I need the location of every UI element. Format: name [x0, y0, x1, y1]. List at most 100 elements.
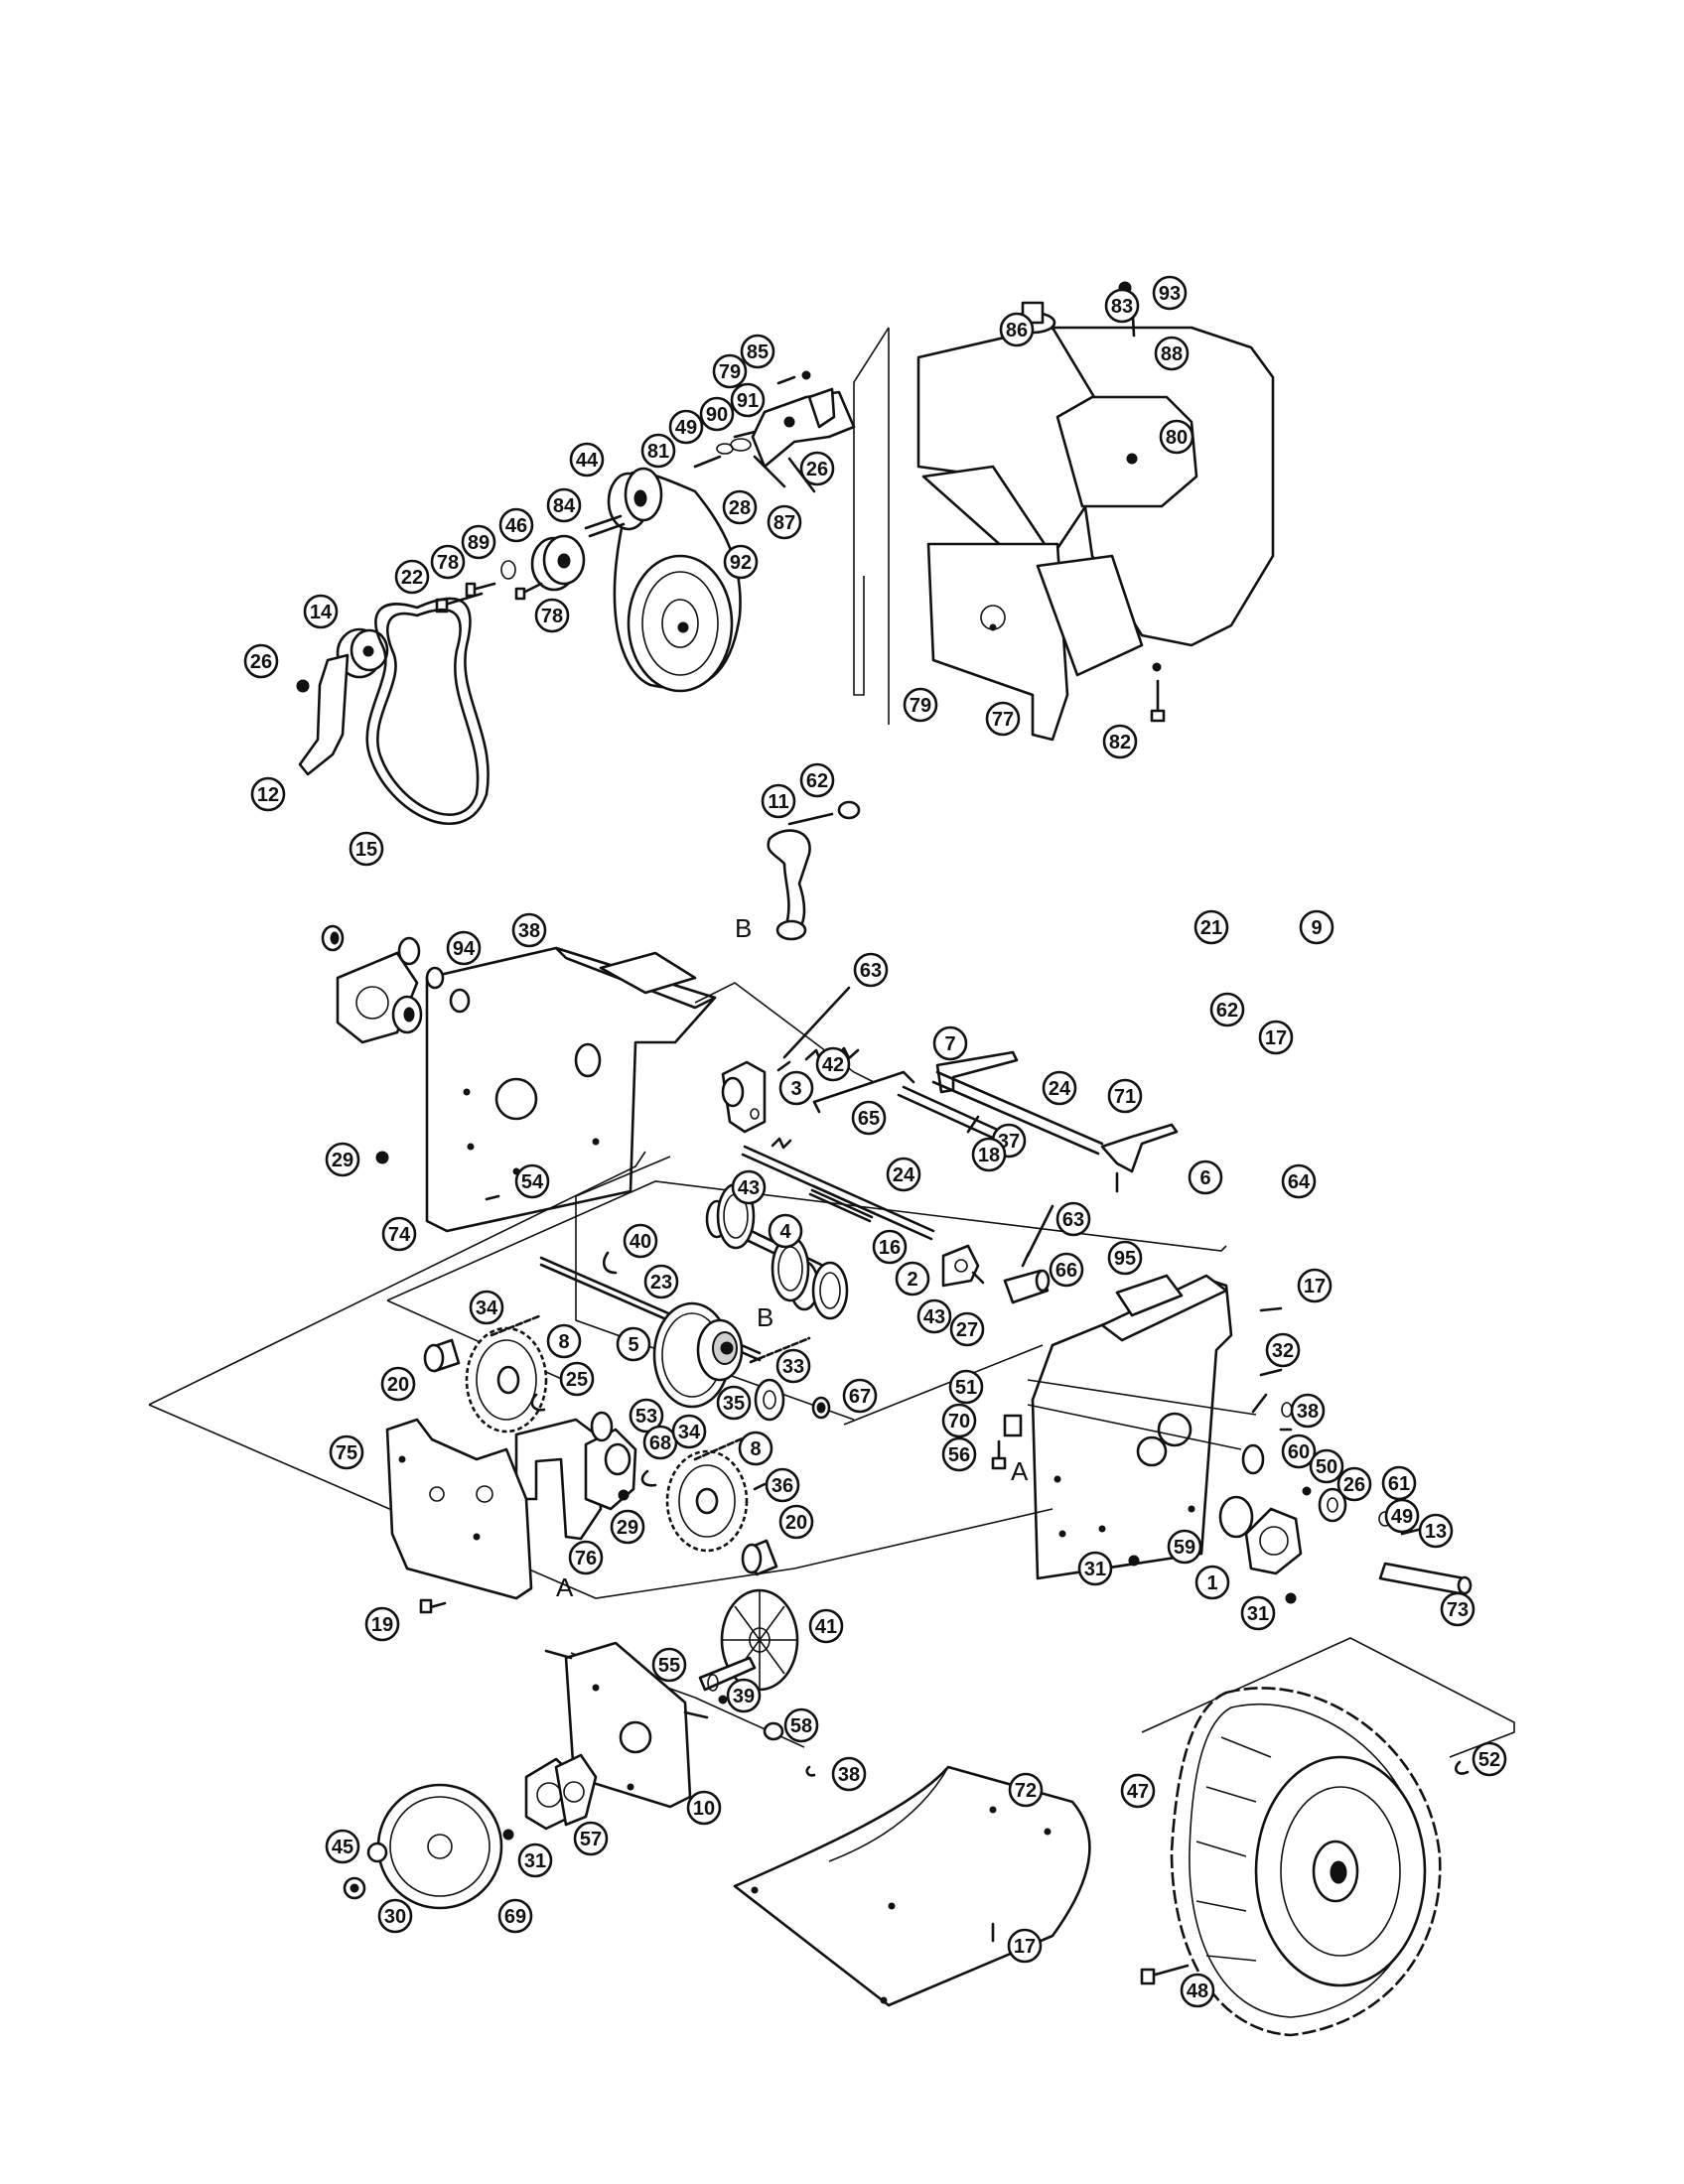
- callout-number: 85: [747, 341, 769, 363]
- callout-89: 89: [461, 524, 496, 560]
- callout-45: 45: [325, 1829, 360, 1864]
- callout-70: 70: [941, 1403, 977, 1438]
- callout-number: 20: [387, 1374, 409, 1396]
- callout-71: 71: [1107, 1078, 1143, 1114]
- callout-34: 34: [671, 1414, 707, 1449]
- callout-number: 79: [719, 361, 741, 383]
- callout-26: 26: [799, 451, 835, 486]
- callout-circle: [1440, 1591, 1475, 1627]
- callout-number: 51: [955, 1377, 977, 1399]
- callout-79: 79: [903, 687, 938, 723]
- callout-number: 94: [453, 938, 476, 960]
- callout-1: 1: [1194, 1565, 1230, 1600]
- callout-circle: [1008, 1772, 1044, 1808]
- callout-circle: [651, 1647, 687, 1683]
- callout-number: 91: [737, 390, 759, 412]
- callout-circle: [853, 952, 889, 988]
- callout-number: 24: [1049, 1078, 1071, 1100]
- callout-14: 14: [303, 594, 339, 629]
- callout-69: 69: [497, 1898, 533, 1934]
- callout-circle: [243, 643, 279, 679]
- callout-circle: [1290, 1393, 1326, 1429]
- callout-circle: [1209, 992, 1245, 1027]
- callout-number: 10: [693, 1798, 715, 1820]
- callout-circle: [808, 1608, 844, 1644]
- callout-49: 49: [668, 409, 704, 445]
- callout-81: 81: [640, 433, 676, 469]
- callout-27: 27: [949, 1311, 985, 1347]
- callout-circle: [623, 1223, 658, 1259]
- callout-13: 13: [1418, 1513, 1454, 1549]
- callout-circle: [722, 489, 758, 525]
- callout-8: 8: [546, 1323, 582, 1359]
- callout-33: 33: [775, 1348, 811, 1384]
- callout-circle: [1188, 1160, 1223, 1195]
- callout-number: 30: [384, 1906, 406, 1928]
- callout-number: 17: [1265, 1027, 1287, 1049]
- callout-number: 41: [815, 1616, 837, 1638]
- callout-circle: [394, 559, 430, 595]
- callout-circle: [498, 507, 534, 543]
- callout-circle: [1102, 724, 1138, 759]
- callout-number: 29: [617, 1517, 638, 1539]
- callout-number: 33: [782, 1356, 804, 1378]
- callout-80: 80: [1159, 419, 1194, 455]
- callout-22: 22: [394, 559, 430, 595]
- callout-68: 68: [642, 1425, 678, 1460]
- callout-circle: [364, 1606, 400, 1642]
- callout-number: 38: [1297, 1401, 1319, 1423]
- callout-83: 83: [1104, 288, 1140, 324]
- callout-18: 18: [971, 1137, 1007, 1172]
- callout-number: 38: [518, 920, 540, 942]
- pulley-69: [376, 1783, 503, 1910]
- callout-24: 24: [1042, 1070, 1077, 1106]
- callout-number: 8: [750, 1438, 761, 1460]
- callout-circle: [250, 776, 286, 812]
- axle-73: [1378, 1562, 1473, 1595]
- callout-47: 47: [1120, 1773, 1156, 1809]
- sprocket-8-lower: [665, 1449, 749, 1553]
- callout-9: 9: [1299, 909, 1334, 945]
- callout-number: 83: [1111, 296, 1133, 318]
- callout-number: 17: [1014, 1936, 1036, 1958]
- callout-26: 26: [243, 643, 279, 679]
- callout-circle: [303, 594, 339, 629]
- callout-circle: [1472, 1741, 1507, 1777]
- callout-circle: [1240, 1595, 1276, 1631]
- callout-circle: [872, 1229, 908, 1265]
- callout-number: 43: [923, 1306, 945, 1328]
- callout-52: 52: [1472, 1741, 1507, 1777]
- callout-50: 50: [1309, 1448, 1344, 1484]
- callout-circle: [546, 487, 582, 523]
- callout-number: 1: [1206, 1572, 1217, 1594]
- callout-circle: [1418, 1513, 1454, 1549]
- callout-number: 95: [1114, 1248, 1136, 1270]
- callout-circle: [1194, 1565, 1230, 1600]
- callout-25: 25: [559, 1361, 595, 1397]
- callout-circle: [349, 831, 384, 867]
- callout-number: 79: [910, 695, 931, 717]
- callout-66: 66: [1049, 1252, 1084, 1288]
- callout-circle: [325, 1829, 360, 1864]
- callout-circle: [740, 334, 775, 369]
- callout-57: 57: [573, 1821, 609, 1856]
- callout-32: 32: [1265, 1332, 1301, 1368]
- callout-number: 63: [860, 960, 882, 982]
- callout-73: 73: [1440, 1591, 1475, 1627]
- callout-7: 7: [932, 1025, 968, 1061]
- callout-number: 15: [355, 839, 377, 861]
- callout-number: 35: [723, 1393, 745, 1415]
- callout-circle: [1104, 288, 1140, 324]
- callout-circle: [1107, 1078, 1143, 1114]
- callout-number: 78: [437, 552, 459, 574]
- callout-circle: [778, 1070, 814, 1106]
- callout-number: 74: [388, 1224, 411, 1246]
- callout-circle: [616, 1326, 651, 1362]
- callout-number: 72: [1015, 1780, 1037, 1802]
- callout-circle: [767, 504, 802, 540]
- callout-number: 13: [1425, 1521, 1447, 1543]
- callout-56: 56: [941, 1436, 977, 1472]
- callout-number: 3: [790, 1078, 801, 1100]
- callout-circle: [716, 1385, 752, 1421]
